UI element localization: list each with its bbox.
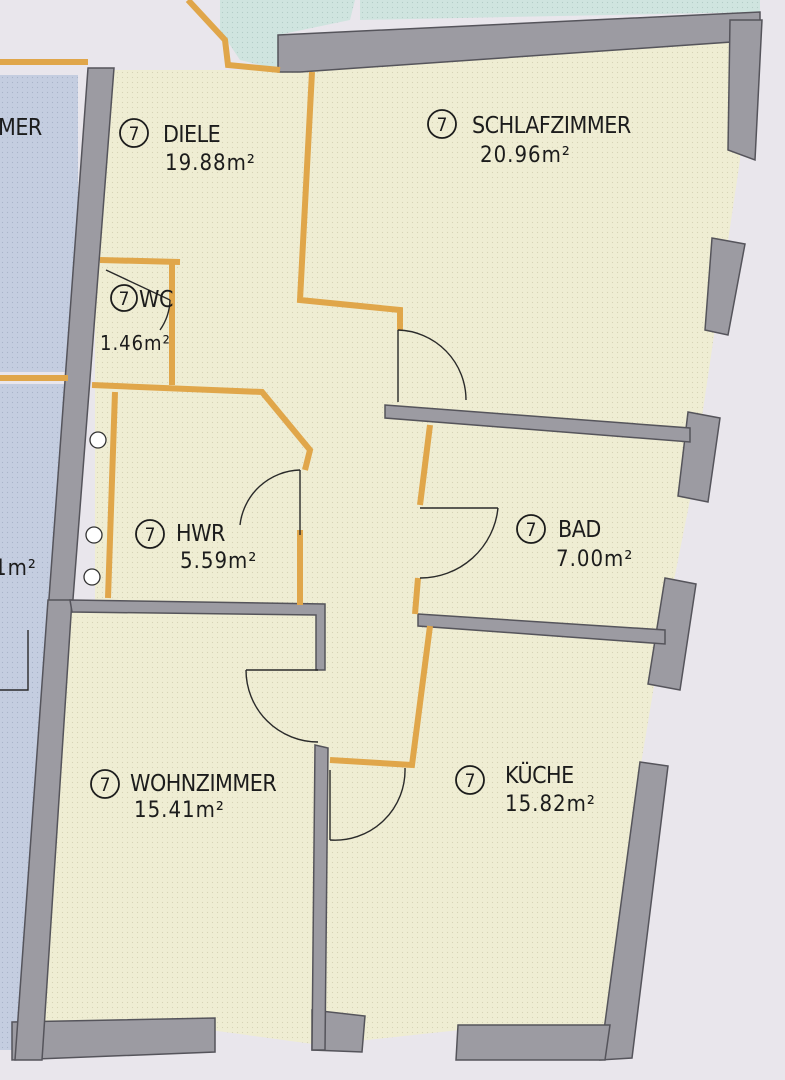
pipe-icon bbox=[85, 526, 103, 544]
room-number: 7 bbox=[100, 774, 111, 796]
room-number: 7 bbox=[129, 123, 140, 145]
right-wall-bottom bbox=[599, 761, 669, 1061]
room-label-wc: 7 WC 1.46m² bbox=[100, 284, 173, 355]
hwr-left-partition bbox=[105, 391, 118, 599]
room-label-hwr: 7 HWR 5.59m² bbox=[135, 519, 257, 574]
room-number-badge bbox=[135, 519, 165, 549]
room-label-schlafzimmer: 7 SCHLAFZIMMER 20.96m² bbox=[427, 109, 631, 168]
partial-room-area-left: 1m² bbox=[0, 556, 37, 581]
pipe-icon bbox=[89, 431, 107, 449]
room-label-wohnzimmer: 7 WOHNZIMMER 15.41m² bbox=[90, 769, 277, 823]
room-number: 7 bbox=[119, 288, 130, 310]
room-area: 15.82m² bbox=[505, 792, 596, 817]
right-pillar-3 bbox=[647, 577, 697, 691]
balcony-top bbox=[220, 0, 355, 70]
room-area: 5.59m² bbox=[180, 549, 257, 574]
room-area: 1.46m² bbox=[100, 331, 171, 355]
door-wohnzimmer bbox=[245, 669, 319, 743]
room-area: 20.96m² bbox=[480, 143, 571, 168]
room-area: 15.41m² bbox=[134, 798, 225, 823]
bad-left-partition-top bbox=[417, 424, 433, 506]
apartment-floor bbox=[40, 40, 745, 1045]
top-wall bbox=[277, 11, 761, 73]
balcony-top-right bbox=[360, 0, 760, 20]
neighbor-room-left bbox=[0, 75, 78, 372]
room-label-diele: 7 DIELE 19.88m² bbox=[119, 118, 256, 176]
bottom-wall-right bbox=[455, 1024, 611, 1061]
room-name: BAD bbox=[558, 517, 601, 543]
partial-room-name-left: MER bbox=[0, 115, 42, 141]
bad-bottom-wall bbox=[417, 613, 666, 645]
room-label-kueche: 7 KÜCHE 15.82m² bbox=[455, 761, 596, 817]
door-left-neighbor bbox=[0, 630, 29, 691]
bottom-wall-left bbox=[11, 1017, 216, 1061]
balcony-outline bbox=[185, 0, 281, 73]
room-number-badge bbox=[110, 284, 138, 312]
left-wall-lower bbox=[14, 599, 73, 1061]
hwr-top-partition bbox=[91, 382, 314, 471]
room-name: WC bbox=[139, 287, 173, 313]
right-pillar-1 bbox=[704, 237, 746, 336]
room-area: 7.00m² bbox=[556, 547, 633, 572]
room-name: HWR bbox=[176, 521, 225, 547]
room-number: 7 bbox=[526, 519, 537, 541]
room-number-badge bbox=[90, 769, 120, 799]
bad-left-partition-bottom bbox=[412, 577, 421, 615]
door-wc bbox=[105, 269, 171, 331]
room-area: 19.88m² bbox=[165, 151, 256, 176]
room-number: 7 bbox=[437, 114, 448, 136]
room-number-badge bbox=[455, 765, 485, 795]
wc-top-partition bbox=[99, 257, 181, 265]
room-name: KÜCHE bbox=[505, 761, 574, 789]
door-schlafzimmer bbox=[397, 329, 467, 402]
room-number-badge bbox=[427, 109, 457, 139]
wohnzimmer-right-wall bbox=[311, 744, 329, 1051]
diele-schlafzimmer-partition bbox=[296, 71, 403, 330]
room-number: 7 bbox=[145, 524, 156, 546]
room-name: WOHNZIMMER bbox=[130, 771, 276, 797]
room-name: DIELE bbox=[163, 122, 220, 148]
room-label-bad: 7 BAD 7.00m² bbox=[516, 514, 633, 572]
room-number-badge bbox=[119, 118, 149, 148]
door-hwr bbox=[239, 469, 301, 535]
room-number: 7 bbox=[465, 770, 476, 792]
pipe-icon bbox=[83, 568, 101, 586]
room-name: SCHLAFZIMMER bbox=[472, 113, 631, 139]
kueche-left-partition bbox=[329, 625, 433, 769]
right-wall-top bbox=[727, 19, 763, 162]
bad-top-wall bbox=[384, 404, 691, 443]
room-number-badge bbox=[516, 514, 546, 544]
door-bad bbox=[419, 507, 499, 579]
door-kueche bbox=[329, 767, 406, 841]
